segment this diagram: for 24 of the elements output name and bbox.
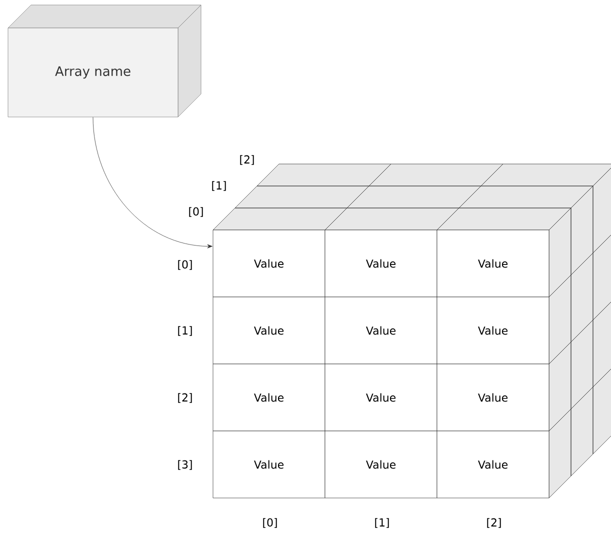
value-cell: Value — [324, 364, 438, 432]
arrow — [92, 117, 212, 248]
value-cell: Value — [436, 230, 550, 298]
depth-index: [1] — [212, 181, 226, 191]
value-cell: Value — [324, 296, 438, 364]
name-box: Array name — [8, 28, 178, 118]
column-index: [2] — [487, 518, 501, 528]
row-index: [0] — [178, 260, 192, 270]
value-cell: Value — [324, 430, 438, 498]
depth-index: [0] — [189, 207, 203, 217]
value-cell: Value — [212, 296, 326, 364]
row-index: [2] — [178, 393, 192, 403]
value-cell: Value — [436, 296, 550, 364]
column-index: [1] — [375, 518, 389, 528]
value-cell: Value — [212, 364, 326, 432]
row-index: [3] — [178, 460, 192, 470]
column-index: [0] — [263, 518, 277, 528]
value-cell: Value — [212, 430, 326, 498]
value-cell: Value — [212, 230, 326, 298]
value-cell: Value — [324, 230, 438, 298]
value-cell: Value — [436, 364, 550, 432]
row-index: [1] — [178, 326, 192, 336]
depth-index: [2] — [240, 155, 254, 165]
value-cell: Value — [436, 430, 550, 498]
